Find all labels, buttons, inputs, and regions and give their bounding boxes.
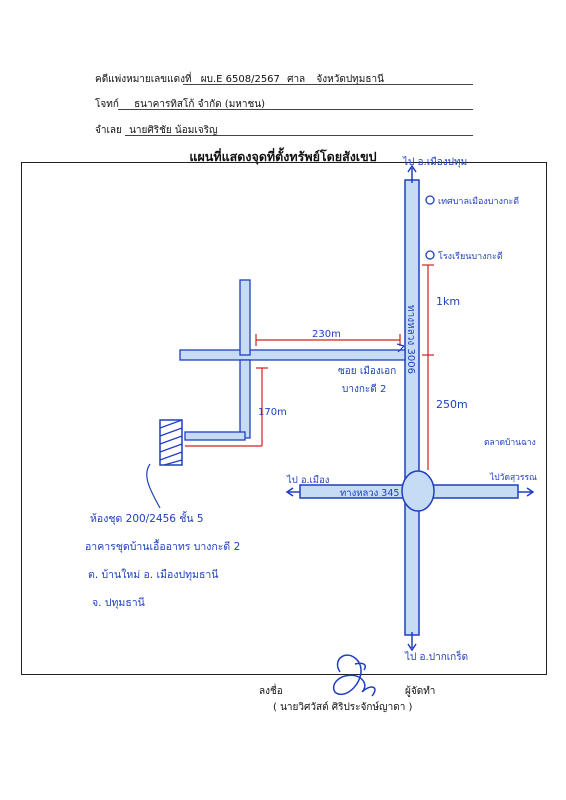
to-north-label: ไป อ.เมืองปทุม bbox=[402, 156, 467, 168]
plaintiff-underline bbox=[118, 109, 473, 110]
plaintiff-line: โจทก์ ธนาคารทิสโก้ จำกัด (มหาชน) bbox=[95, 97, 265, 112]
property-line-1: ห้องชุด 200/2456 ชั้น 5 bbox=[90, 511, 204, 525]
landmark-2-label: โรงเรียนบางกะดี bbox=[438, 251, 503, 262]
to-east-label: ไปวัดสุวรรณ bbox=[489, 472, 537, 483]
soi-entrance-arrow bbox=[396, 343, 405, 353]
case-underline bbox=[183, 84, 473, 85]
case-label: คดีแพ่งหมายเลขแดงที่ bbox=[95, 74, 192, 85]
map-title: แผนที่แสดงจุดที่ตั้งทรัพย์โดยสังเขป bbox=[189, 149, 377, 164]
signer-role: ผู้จัดทำ bbox=[405, 686, 436, 697]
soi-road bbox=[179, 349, 406, 361]
north-arrow bbox=[407, 164, 417, 183]
property-line-4: จ. ปทุมธานี bbox=[92, 596, 145, 609]
to-west-label: ไป อ.เมือง bbox=[286, 474, 329, 486]
property-hatch bbox=[159, 419, 183, 466]
plaintiff-name: ธนาคารทิสโก้ จำกัด (มหาชน) bbox=[134, 99, 266, 110]
building-access-road bbox=[184, 431, 246, 441]
road-345-label: ทางหลวง 345 bbox=[340, 488, 399, 499]
signature-mark bbox=[332, 654, 376, 697]
property-building bbox=[159, 419, 183, 466]
branch-road-up bbox=[239, 279, 251, 356]
east-arrow bbox=[518, 487, 535, 497]
property-line-2: อาคารชุดบ้านเอื้ออาทร บางกะดี 2 bbox=[85, 539, 240, 553]
roundabout bbox=[401, 470, 435, 512]
property-line-3: ต. บ้านใหม่ อ. เมืองปทุมธานี bbox=[88, 568, 218, 581]
map-frame bbox=[21, 162, 547, 675]
plaintiff-label: โจทก์ bbox=[95, 99, 119, 110]
defendant-label: จำเลย bbox=[95, 125, 122, 136]
main-road-vertical bbox=[404, 179, 420, 636]
defendant-name: นายศิริชัย น้อมเจริญ bbox=[129, 125, 218, 136]
case-number: ผบ.E 6508/2567 bbox=[200, 74, 280, 85]
case-number-line: คดีแพ่งหมายเลขแดงที่ ผบ.E 6508/2567 ศาล … bbox=[95, 72, 384, 87]
landmark-1-label: เทศบาลเมืองบางกะดี bbox=[438, 196, 519, 207]
landmark-2-marker bbox=[425, 250, 435, 260]
south-arrow bbox=[407, 632, 417, 652]
landmark-1-marker bbox=[425, 195, 435, 205]
main-road-name: ทางหลวง 3006 bbox=[405, 305, 416, 374]
property-leader-line bbox=[146, 463, 161, 509]
sign-label: ลงชื่อ bbox=[259, 686, 283, 697]
west-arrow bbox=[285, 487, 300, 497]
court-label: ศาล bbox=[287, 74, 306, 85]
soi-label-1: ซอย เมืองเอก bbox=[338, 365, 396, 377]
branch-road-down bbox=[239, 359, 251, 439]
to-south-label: ไป อ.ปากเกร็ด bbox=[404, 649, 468, 663]
soi-label-2: บางกะดี 2 bbox=[342, 383, 386, 395]
signer-name: ( นายวิศวัสต์ ศิริประจักษ์ญาดา ) bbox=[273, 702, 413, 713]
defendant-underline bbox=[125, 135, 473, 136]
distance-1km: 1km bbox=[436, 295, 460, 308]
distance-250m: 250m bbox=[436, 398, 468, 411]
defendant-line: จำเลย นายศิริชัย น้อมเจริญ bbox=[95, 123, 218, 138]
junction-label: ตลาดบ้านฉาง bbox=[484, 437, 536, 448]
branch-distance-label: 170m bbox=[258, 407, 287, 418]
soi-distance-label: 230m bbox=[312, 329, 341, 340]
court-name: จังหวัดปทุมธานี bbox=[316, 74, 384, 85]
